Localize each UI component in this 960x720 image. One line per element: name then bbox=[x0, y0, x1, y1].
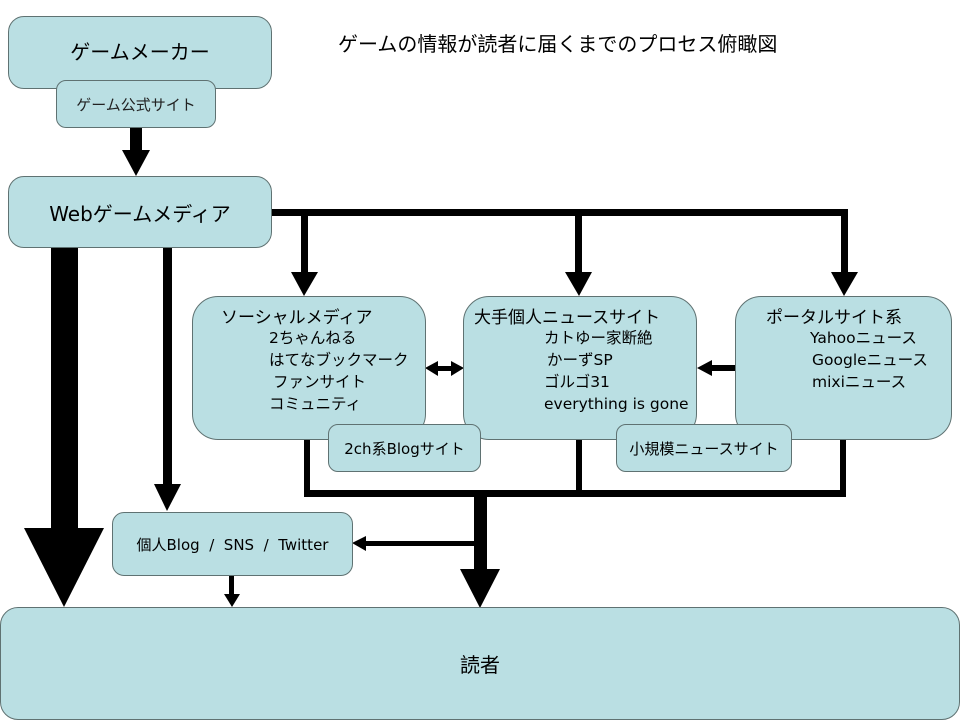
edge-bus-to-personalnews-head bbox=[565, 272, 592, 296]
node-official-site-label: ゲーム公式サイト bbox=[76, 95, 196, 114]
node-portal-items: Yahooニュース Googleニュース mixiニュース bbox=[810, 327, 928, 393]
edge-personalnews-down bbox=[576, 438, 582, 496]
edge-portal-down bbox=[840, 438, 846, 496]
node-personal-news-items: カトゆー家断絶 かーずSP ゴルゴ31 everything is gone bbox=[544, 327, 689, 415]
edge-webmedia-to-readers-shaft bbox=[51, 247, 78, 529]
node-game-maker-label: ゲームメーカー bbox=[70, 40, 210, 64]
node-small-news-sites: 小規模ニュースサイト bbox=[616, 424, 792, 472]
edge-official-to-webmedia-shaft bbox=[130, 127, 142, 150]
edge-portal-to-personalnews-head bbox=[697, 360, 712, 376]
edge-blog-to-readers-head bbox=[224, 594, 240, 607]
node-portal-sites: ポータルサイト系 Yahooニュース Googleニュース mixiニュース bbox=[735, 296, 952, 440]
personal-news-item: カトゆー家断絶 bbox=[544, 329, 653, 347]
node-2ch-blog-label: 2ch系Blogサイト bbox=[344, 439, 465, 458]
node-social-media: ソーシャルメディア 2ちゃんねる はてなブックマーク ファンサイト コミュニティ bbox=[192, 296, 426, 440]
node-personal-blog-label: 個人Blog / SNS / Twitter bbox=[136, 535, 329, 554]
node-personal-blog-sns-twitter: 個人Blog / SNS / Twitter bbox=[112, 512, 353, 576]
node-web-game-media-label: Webゲームメディア bbox=[49, 201, 231, 226]
node-social-media-heading: ソーシャルメディア bbox=[221, 308, 373, 328]
node-portal-heading: ポータルサイト系 bbox=[766, 308, 902, 328]
node-personal-news-heading: 大手個人ニュースサイト bbox=[474, 308, 661, 328]
social-media-item: コミュニティ bbox=[269, 395, 362, 413]
node-2ch-blog-sites: 2ch系Blogサイト bbox=[328, 424, 481, 472]
node-readers: 読者 bbox=[0, 607, 960, 720]
edge-webmedia-to-readers-head bbox=[24, 528, 104, 607]
social-media-item: ファンサイト bbox=[273, 373, 367, 391]
edge-bus-to-portal-shaft bbox=[841, 209, 848, 273]
personal-news-item: かーずSP bbox=[547, 351, 613, 369]
edge-social-personalnews-shaft bbox=[436, 366, 454, 371]
edge-official-to-webmedia-head bbox=[122, 150, 150, 176]
diagram-title: ゲームの情報が読者に届くまでのプロセス俯瞰図 bbox=[338, 32, 778, 56]
portal-item: Yahooニュース bbox=[810, 329, 917, 347]
edge-lower-bus bbox=[304, 490, 846, 497]
node-small-news-label: 小規模ニュースサイト bbox=[629, 439, 779, 458]
social-media-item: はてなブックマーク bbox=[269, 351, 409, 369]
edge-webmedia-bus bbox=[271, 209, 848, 216]
node-personal-news-sites: 大手個人ニュースサイト カトゆー家断絶 かーずSP ゴルゴ31 everythi… bbox=[463, 296, 697, 440]
portal-item: Googleニュース bbox=[812, 351, 928, 369]
edge-blog-to-readers-shaft bbox=[229, 575, 234, 595]
edge-bus-to-portal-head bbox=[831, 272, 858, 296]
social-media-item: 2ちゃんねる bbox=[269, 329, 357, 347]
edge-trunk-to-blog-head bbox=[352, 536, 366, 551]
node-readers-label: 読者 bbox=[460, 653, 500, 677]
edge-webmedia-to-blog-shaft bbox=[163, 247, 172, 485]
node-official-site: ゲーム公式サイト bbox=[56, 80, 216, 128]
edge-trunk-to-blog-shaft bbox=[362, 541, 475, 546]
personal-news-item: everything is gone bbox=[544, 395, 689, 413]
edge-social-personalnews-head-left bbox=[425, 361, 438, 376]
edge-portal-to-personalnews-shaft bbox=[708, 365, 736, 371]
portal-item: mixiニュース bbox=[812, 373, 907, 391]
edge-bus-to-social-shaft bbox=[301, 209, 308, 273]
edge-social-down bbox=[304, 438, 310, 496]
edge-bus-to-personalnews-shaft bbox=[575, 209, 582, 273]
edge-webmedia-to-blog-head bbox=[154, 484, 181, 511]
edge-merged-to-readers-head bbox=[460, 569, 500, 608]
edge-merged-to-readers-shaft bbox=[474, 496, 487, 570]
node-social-media-items: 2ちゃんねる はてなブックマーク ファンサイト コミュニティ bbox=[269, 327, 409, 415]
personal-news-item: ゴルゴ31 bbox=[544, 373, 610, 391]
edge-bus-to-social-head bbox=[291, 272, 318, 296]
node-web-game-media: Webゲームメディア bbox=[8, 176, 272, 248]
node-game-maker: ゲームメーカー bbox=[8, 16, 272, 89]
edge-social-personalnews-head-right bbox=[451, 361, 464, 376]
